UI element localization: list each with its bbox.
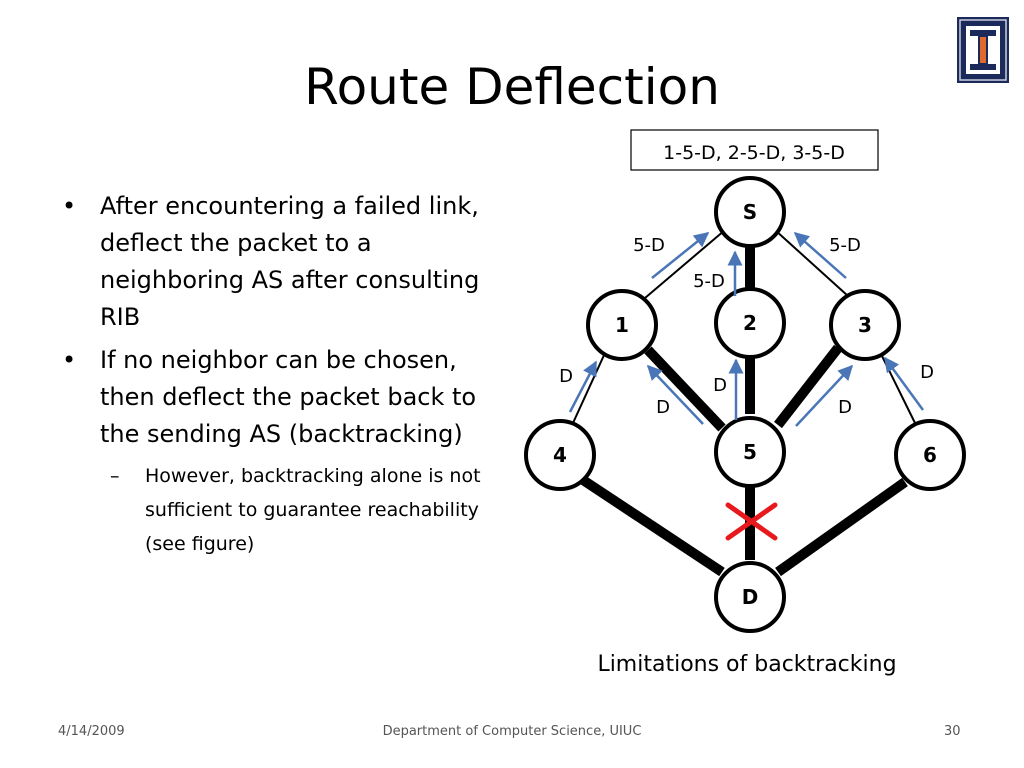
arrow-5-to-1 xyxy=(646,364,704,425)
bullet-glyph: • xyxy=(62,192,77,220)
node-1 xyxy=(586,289,658,361)
sub-bullet-item: – However, backtracking alone is not suf… xyxy=(110,459,482,561)
sub-bullet-text: However, backtracking alone is not suffi… xyxy=(145,465,481,555)
label-d-5-3: D xyxy=(838,397,852,418)
route-box xyxy=(630,129,879,171)
footer-page-number: 30 xyxy=(944,724,961,739)
node-6 xyxy=(894,419,966,491)
label-d-5-2: D xyxy=(713,375,727,396)
node-6-label: 6 xyxy=(923,443,937,467)
label-5d-left: 5-D xyxy=(633,235,665,256)
arrow-1-to-s xyxy=(651,232,710,279)
edge-1-5 xyxy=(644,346,726,432)
arrow-3-to-s xyxy=(793,232,847,279)
edge-4-d xyxy=(580,475,725,577)
edge-6-d xyxy=(775,477,908,577)
footer-date: 4/14/2009 xyxy=(58,724,125,739)
edge-3-6 xyxy=(879,351,916,424)
edge-1-4 xyxy=(572,352,606,424)
node-4-label: 4 xyxy=(553,443,567,467)
node-s xyxy=(714,176,786,248)
failed-link-x-icon xyxy=(725,502,778,541)
bullet-item: • If no neighbor can be chosen, then def… xyxy=(62,342,482,453)
route-box-text: 1-5-D, 2-5-D, 3-5-D xyxy=(663,142,845,164)
sub-bullet-glyph: – xyxy=(110,465,120,487)
figure-caption: Limitations of backtracking xyxy=(597,652,896,677)
bullet-text: If no neighbor can be chosen, then defle… xyxy=(100,346,477,448)
label-d-6-3: D xyxy=(920,362,934,383)
network-diagram: 1-5-D, 2-5-D, 3-5-D S 1 2 3 4 5 6 D xyxy=(524,129,966,677)
node-3 xyxy=(829,289,901,361)
node-1-label: 1 xyxy=(615,313,629,337)
node-d xyxy=(714,561,786,633)
node-5 xyxy=(714,416,786,488)
node-4 xyxy=(524,419,596,491)
bullet-item: • After encountering a failed link, defl… xyxy=(62,188,482,336)
edge-3-5 xyxy=(774,344,842,429)
slide-title: Route Deflection xyxy=(304,58,720,116)
footer-department: Department of Computer Science, UIUC xyxy=(382,724,642,739)
node-2-label: 2 xyxy=(743,311,757,335)
label-d-5-1: D xyxy=(656,397,670,418)
bullet-glyph: • xyxy=(62,346,77,374)
label-5d-right: 5-D xyxy=(829,235,861,256)
node-2 xyxy=(714,287,786,359)
bullet-list: • After encountering a failed link, defl… xyxy=(62,188,482,561)
arrow-labels: 5-D 5-D 5-D D D D D D xyxy=(559,235,934,418)
bullet-text: After encountering a failed link, deflec… xyxy=(100,192,480,331)
label-d-4-1: D xyxy=(559,366,573,387)
label-5d-center: 5-D xyxy=(693,271,725,292)
arrow-5-to-3 xyxy=(795,364,854,427)
edge-s-1 xyxy=(644,229,726,299)
node-3-label: 3 xyxy=(858,313,872,337)
university-seal-icon xyxy=(957,17,1009,83)
arrow-4-to-1 xyxy=(568,360,598,413)
node-s-label: S xyxy=(743,200,757,224)
nodes: S 1 2 3 4 5 6 D xyxy=(524,176,966,633)
arrow-6-to-3 xyxy=(883,356,925,411)
edge-s-3 xyxy=(774,229,849,297)
node-d-label: D xyxy=(742,585,759,609)
node-5-label: 5 xyxy=(743,440,757,464)
deflection-arrows xyxy=(568,232,925,427)
